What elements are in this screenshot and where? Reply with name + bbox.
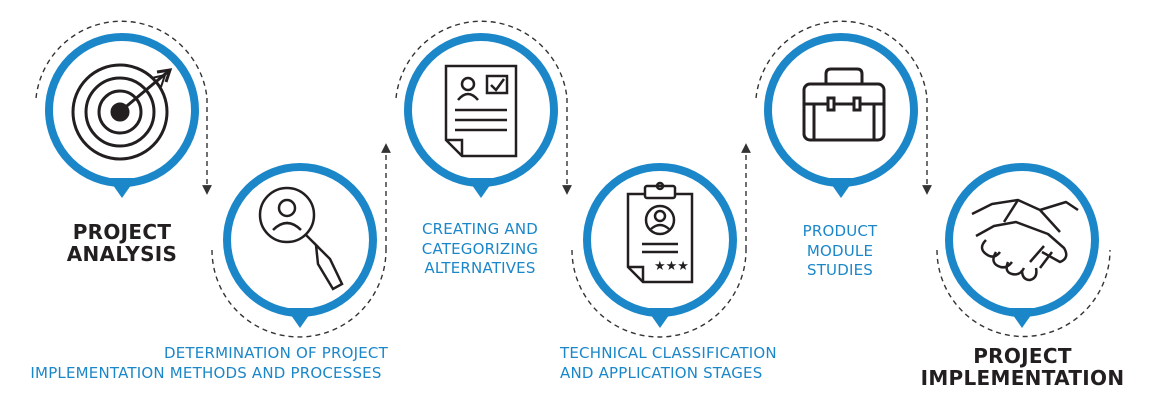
step-label-3-line-1: CREATING AND xyxy=(421,220,539,238)
step-label-2-line-1: DETERMINATION OF PROJECT xyxy=(164,344,388,362)
step-label-5-line-1: PRODUCT xyxy=(802,222,878,240)
step-label-5-line-3: STUDIES xyxy=(806,261,874,279)
step-label-2-line-2: IMPLEMENTATION METHODS AND PROCESSES xyxy=(30,363,382,382)
step-node-3 xyxy=(404,33,558,198)
step-label-4: TECHNICAL CLASSIFICATION AND APPLICATION… xyxy=(560,344,820,383)
resume-checkbox-icon xyxy=(444,64,518,158)
connector-arc-6 xyxy=(936,249,1111,338)
briefcase-icon xyxy=(802,67,886,142)
connector-arc-5 xyxy=(755,20,928,99)
step-label-6-line-2: IMPLEMENTATION xyxy=(920,365,1125,390)
search-user-icon xyxy=(258,186,344,291)
step-label-1-line-1: PROJECT xyxy=(72,220,172,244)
handshake-icon xyxy=(971,198,1079,282)
step-node-6 xyxy=(945,163,1099,328)
target-icon xyxy=(71,63,173,161)
step-label-1-line-2: ANALYSIS xyxy=(66,241,178,266)
connector-arc-1 xyxy=(35,20,208,99)
step-label-3: CREATING AND CATEGORIZING ALTERNATIVES xyxy=(400,220,560,279)
step-label-6: PROJECT IMPLEMENTATION xyxy=(905,344,1140,390)
connector-arc-3 xyxy=(395,20,568,99)
connector-arc-2 xyxy=(211,249,387,338)
step-label-5: PRODUCT MODULE STUDIES xyxy=(775,222,905,281)
step-label-4-line-2: AND APPLICATION STAGES xyxy=(560,363,763,382)
step-node-5 xyxy=(764,33,918,198)
clipboard-profile-icon: ★★★ xyxy=(626,181,694,284)
step-label-3-line-2: CATEGORIZING xyxy=(421,239,539,258)
step-label-4-line-1: TECHNICAL CLASSIFICATION xyxy=(560,344,777,362)
step-node-4 xyxy=(583,163,737,328)
step-label-5-line-2: MODULE xyxy=(806,241,874,260)
step-label-3-line-3: ALTERNATIVES xyxy=(424,259,536,277)
step-label-1: PROJECT ANALYSIS xyxy=(52,220,192,266)
step-label-2: DETERMINATION OF PROJECT IMPLEMENTATION … xyxy=(0,344,412,383)
svg-text:★★★: ★★★ xyxy=(654,259,689,274)
step-label-6-line-1: PROJECT xyxy=(973,344,1072,368)
connector-arc-4 xyxy=(571,249,747,338)
connectors xyxy=(35,20,1111,338)
